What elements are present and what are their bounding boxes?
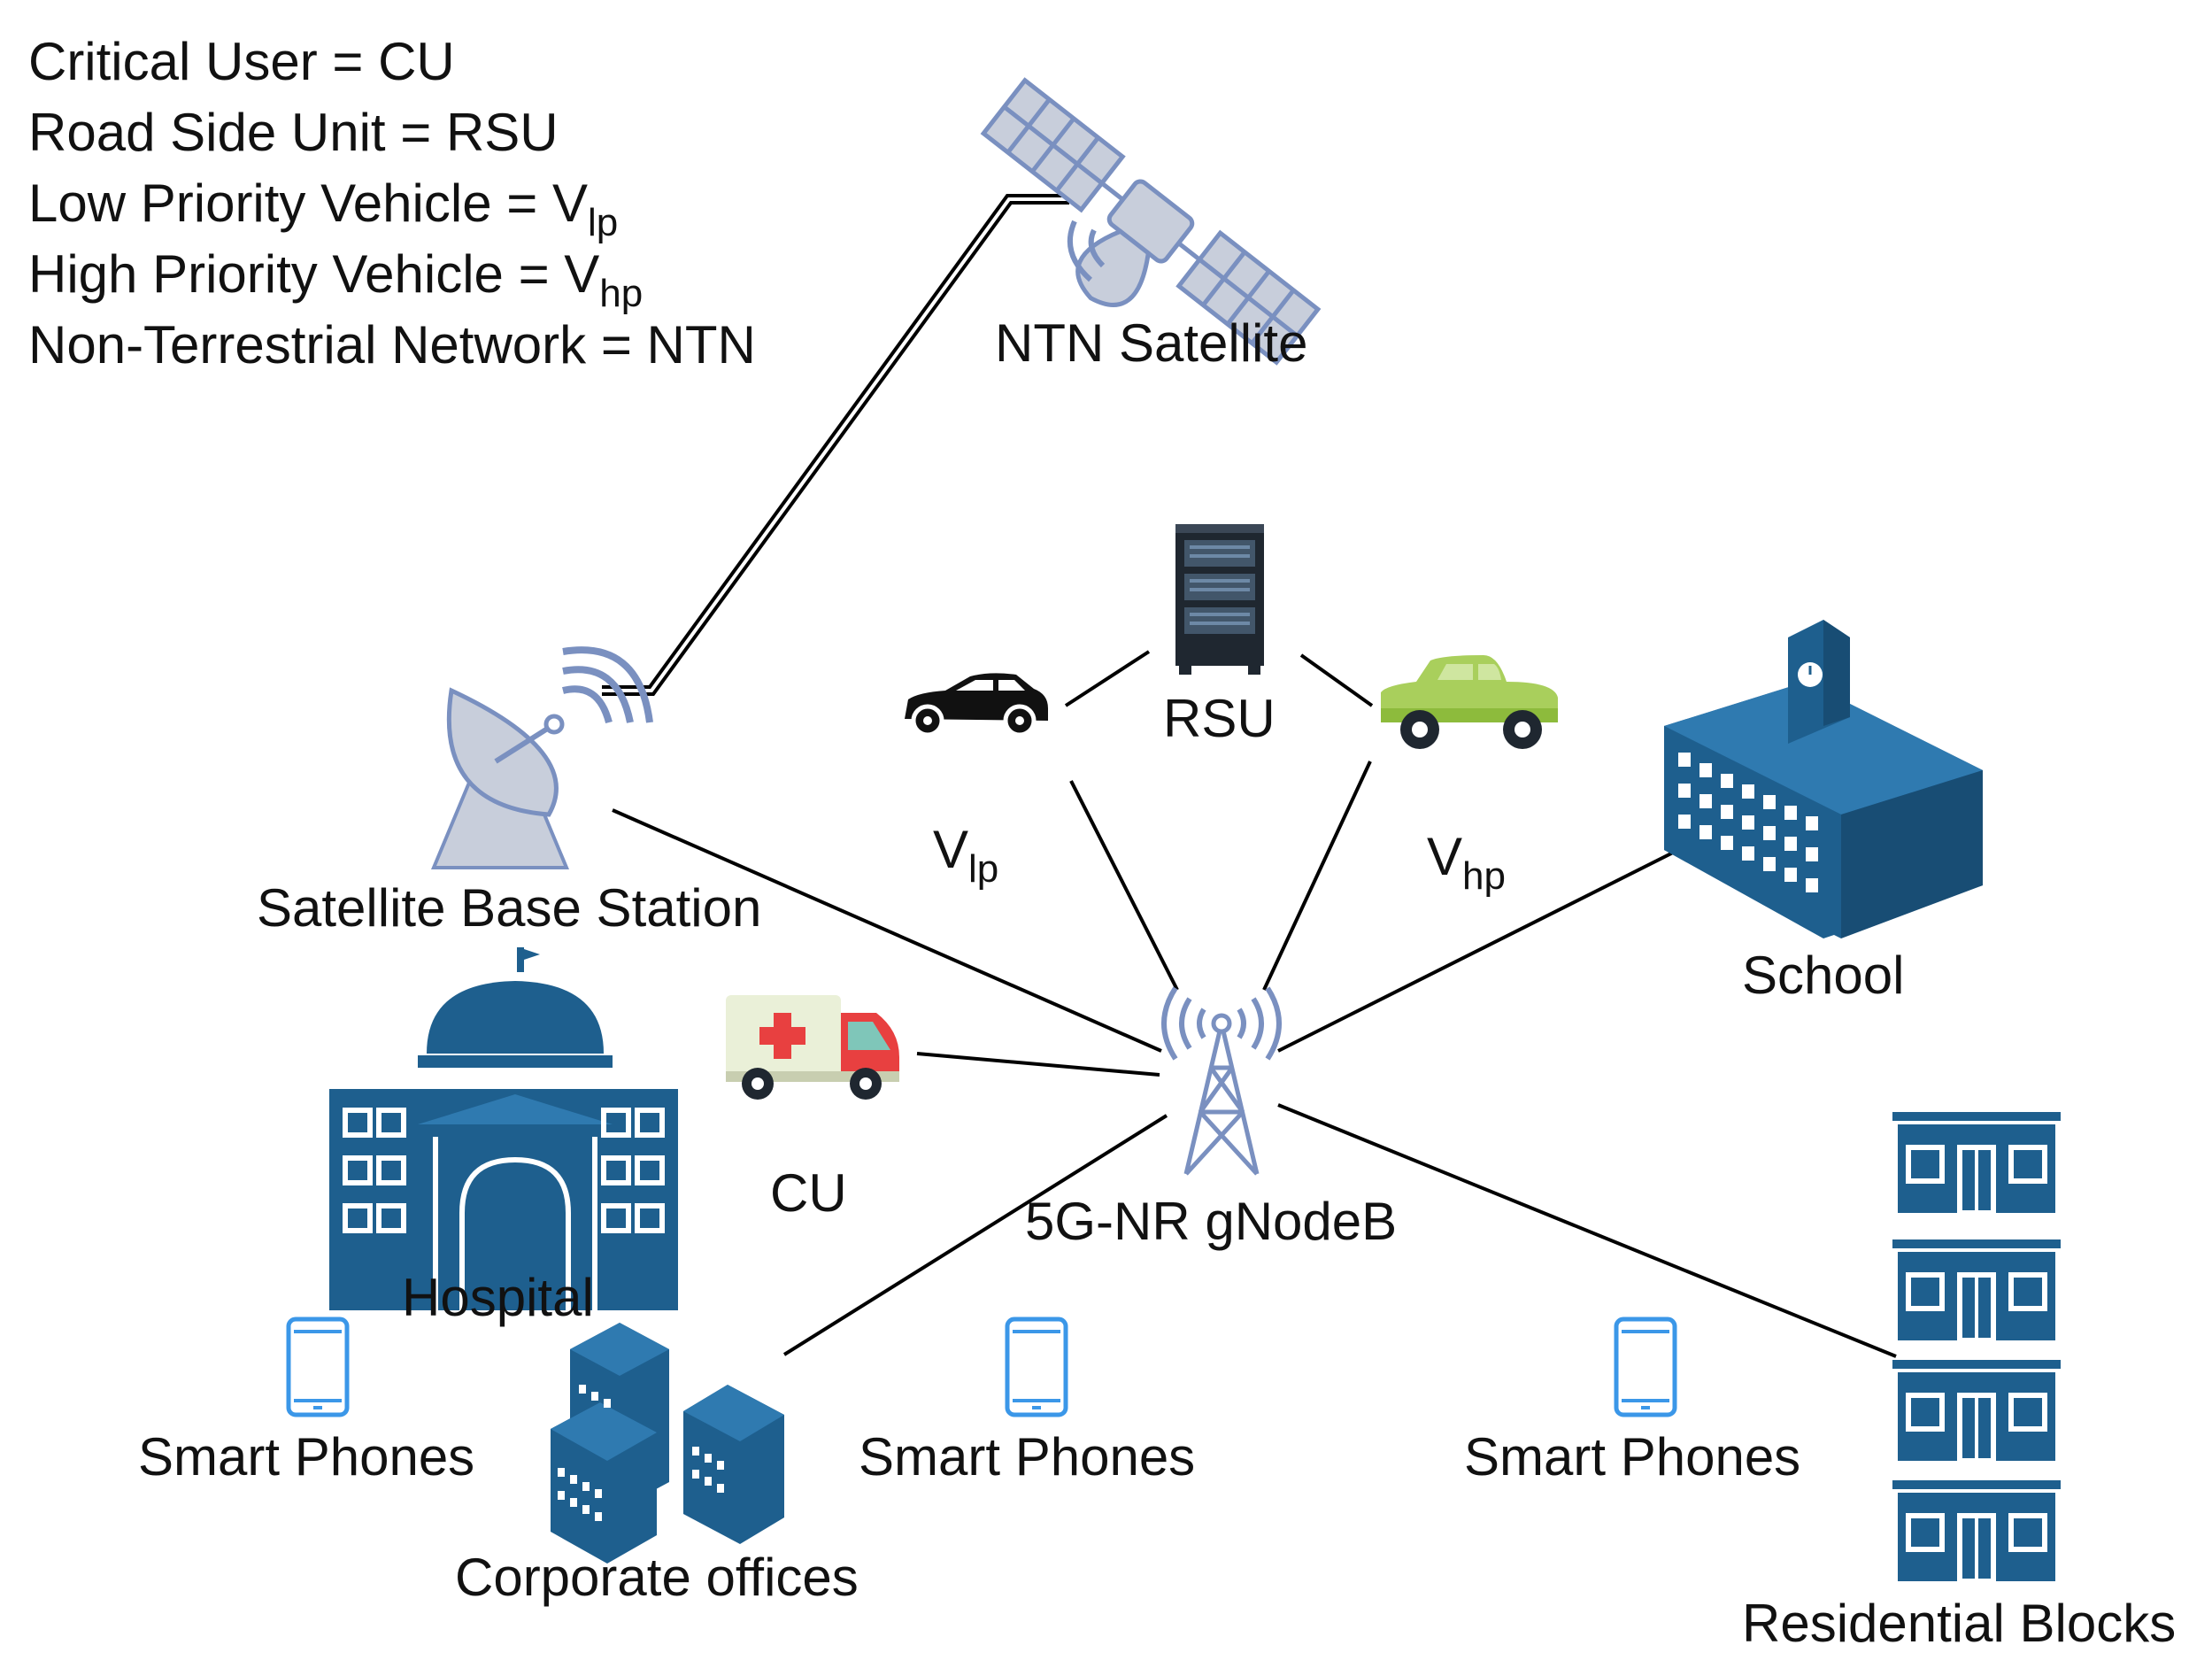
label-rsu: RSU	[1163, 689, 1276, 748]
label-ntn-satellite: NTN Satellite	[995, 313, 1308, 373]
label-smart-phones-center: Smart Phones	[859, 1427, 1196, 1487]
office-buildings-icon	[551, 1323, 784, 1564]
server-rack-icon	[1175, 524, 1264, 675]
residential-block-icon	[1892, 1112, 2061, 1216]
link-cu-gnodeb	[916, 1052, 1160, 1077]
smartphone-icon	[1005, 1317, 1068, 1417]
link-vlp-gnodeb	[1069, 780, 1179, 991]
legend-item-vhp: High Priority Vehicle = Vhp	[28, 244, 644, 315]
cell-tower-icon	[1161, 986, 1282, 1176]
label-vhp: Vhp	[1427, 827, 1506, 898]
link-school-gnodeb	[1277, 850, 1676, 1053]
connection-lines	[602, 194, 1897, 1358]
label-smart-phones-left: Smart Phones	[138, 1427, 475, 1487]
satellite-icon	[980, 77, 1322, 366]
label-corporate-offices: Corporate offices	[455, 1548, 859, 1607]
school-building-icon	[1664, 620, 1983, 938]
label-residential-blocks: Residential Blocks	[1742, 1594, 2177, 1653]
label-smart-phones-right: Smart Phones	[1464, 1427, 1801, 1487]
label-cu: CU	[770, 1163, 847, 1223]
legend: Critical User = CU Road Side Unit = RSU …	[28, 27, 756, 381]
label-hospital: Hospital	[402, 1268, 594, 1327]
legend-item-ntn: Non-Terrestrial Network = NTN	[28, 315, 756, 375]
satellite-signal-waves	[1067, 220, 1106, 282]
label-vlp: Vlp	[933, 820, 999, 891]
link-vhp-gnodeb	[1262, 761, 1372, 991]
car-green-icon	[1381, 655, 1558, 749]
residential-block-icon	[1892, 1360, 2061, 1463]
legend-item-rsu: Road Side Unit = RSU	[28, 103, 559, 162]
link-satbase-gnodeb	[612, 808, 1162, 1053]
legend-item-cu: Critical User = CU	[28, 32, 455, 91]
label-gnodeb: 5G-NR gNodeB	[1025, 1192, 1398, 1251]
label-school: School	[1742, 946, 1905, 1005]
smartphone-icon	[1614, 1317, 1677, 1417]
car-black-icon	[905, 673, 1048, 737]
label-satellite-base-station: Satellite Base Station	[257, 878, 762, 938]
residential-block-icon	[1892, 1480, 2061, 1584]
residential-block-icon	[1892, 1239, 2061, 1343]
link-residential-gnodeb	[1277, 1103, 1897, 1358]
hospital-building-icon	[329, 947, 678, 1310]
link-offices-gnodeb	[782, 1114, 1168, 1356]
smartphone-icon	[286, 1317, 350, 1417]
dish-antenna-icon	[431, 646, 653, 869]
link-vlp-rsu	[1064, 650, 1151, 707]
link-rsu-vhp	[1299, 653, 1374, 707]
legend-item-vlp: Low Priority Vehicle = Vlp	[28, 174, 619, 244]
ambulance-icon	[726, 995, 899, 1100]
